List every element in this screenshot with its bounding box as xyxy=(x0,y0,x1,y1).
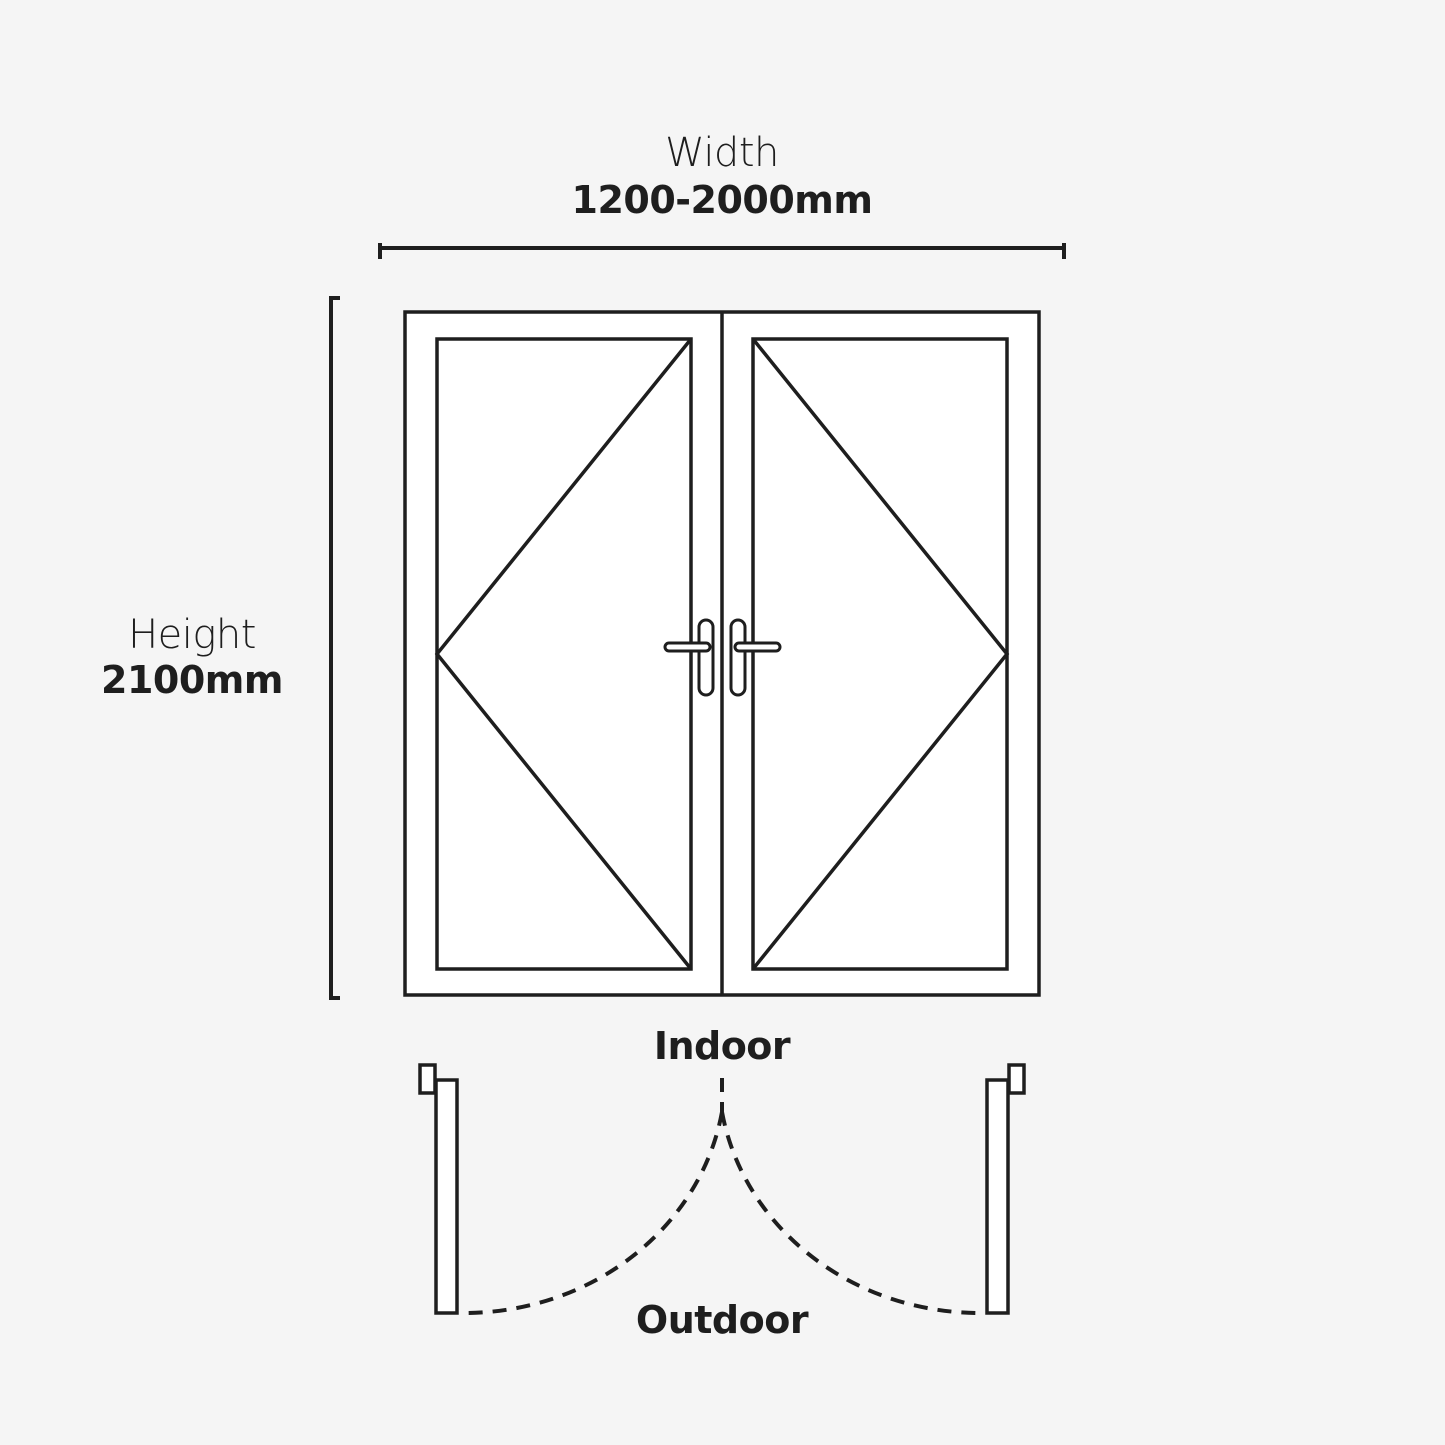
height-dimension-line xyxy=(329,296,340,1000)
indoor-label: Indoor xyxy=(653,1024,791,1068)
height-value: 2100mm xyxy=(101,658,283,702)
width-title: Width xyxy=(665,130,779,176)
left-handle-icon xyxy=(663,618,715,697)
left-plan-jamb xyxy=(418,1063,459,1315)
width-value: 1200-2000mm xyxy=(571,178,874,222)
height-title: Height xyxy=(128,612,256,658)
right-handle-icon xyxy=(729,618,782,697)
right-door-panel xyxy=(751,337,1010,971)
width-dimension-line xyxy=(378,243,1066,259)
door-swing-arcs xyxy=(463,1078,981,1315)
right-plan-jamb xyxy=(985,1063,1026,1315)
outdoor-label: Outdoor xyxy=(635,1298,809,1342)
door-frame xyxy=(403,310,1041,997)
left-door-panel xyxy=(434,337,693,971)
